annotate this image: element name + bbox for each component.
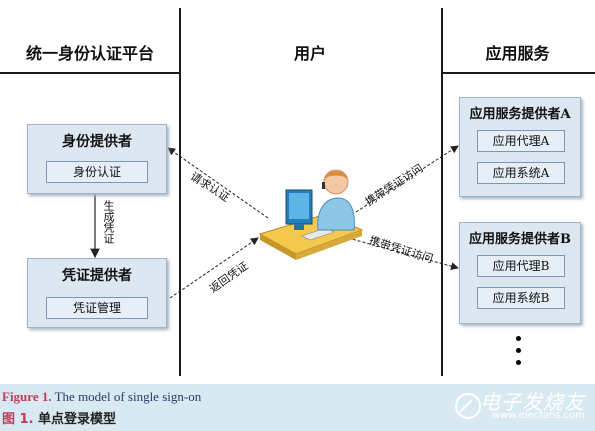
request-auth-arrow: [167, 147, 269, 219]
app-provider-a-title: 应用服务提供者A: [469, 107, 571, 122]
identity-provider-title: 身份提供者: [62, 134, 132, 150]
person-body-icon: [317, 197, 355, 231]
watermark-url: www.elecfans.com: [491, 410, 585, 421]
more-providers-ellipsis: [513, 336, 525, 368]
watermark-logo-icon: [455, 393, 481, 419]
app-provider-b-box: 应用服务提供者B 应用代理B 应用系统B: [459, 222, 581, 324]
column-title-app-service: 应用服务: [485, 44, 550, 63]
user-computer-illustration: [258, 169, 364, 260]
caption-zh-prefix: 图 1.: [2, 412, 34, 427]
caption-en-prefix: Figure 1.: [2, 389, 52, 404]
column-title-platform: 统一身份认证平台: [25, 44, 154, 63]
watermark-brand: 电子发烧友: [480, 390, 585, 414]
caption-zh: 图 1. 单点登录模型: [2, 408, 116, 427]
credential-provider-box: 凭证提供者 凭证管理: [27, 258, 167, 328]
app-provider-b-title: 应用服务提供者B: [469, 232, 571, 247]
app-system-b-item: 应用系统B: [477, 287, 565, 309]
header-divider-right: [443, 72, 595, 74]
app-proxy-b-item: 应用代理B: [477, 255, 565, 277]
separator-right: [441, 8, 443, 376]
figure-caption: Figure 1. The model of single sign-on 图 …: [0, 384, 595, 431]
caption-zh-text: 单点登录模型: [38, 412, 117, 427]
generate-credential-label: 生成凭证: [102, 200, 115, 244]
header-divider-left: [0, 72, 179, 74]
carry-credential-arrow-b: [347, 237, 459, 271]
app-system-a-item: 应用系统A: [477, 162, 565, 184]
caption-en-text: The model of single sign-on: [54, 389, 202, 404]
keyboard-icon: [301, 227, 335, 241]
app-provider-a-box: 应用服务提供者A 应用代理A 应用系统A: [459, 97, 581, 197]
separator-left: [179, 8, 181, 376]
credential-management-item: 凭证管理: [46, 297, 148, 319]
return-credential-arrow: [169, 237, 259, 299]
caption-en: Figure 1. The model of single sign-on: [2, 389, 201, 405]
identity-provider-box: 身份提供者 身份认证: [27, 124, 167, 194]
carry-credential-arrow-a: [355, 145, 459, 213]
identity-auth-item: 身份认证: [46, 161, 148, 183]
app-proxy-a-item: 应用代理A: [477, 130, 565, 152]
column-title-user: 用户: [293, 44, 326, 63]
credential-provider-title: 凭证提供者: [62, 268, 132, 284]
